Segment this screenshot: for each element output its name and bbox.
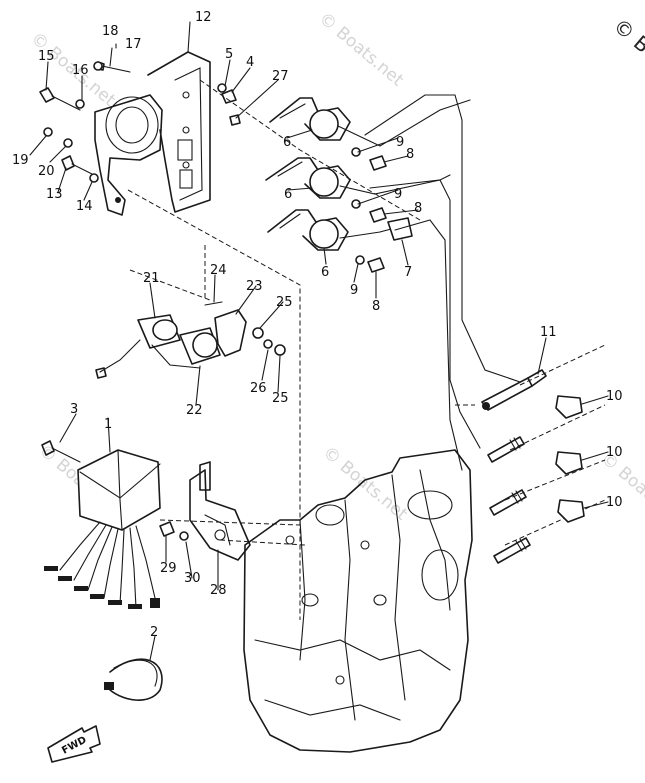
- callout-6-top: 6: [283, 135, 291, 150]
- callout-4: 4: [246, 55, 254, 70]
- callout-3: 3: [70, 402, 78, 417]
- ring-bracket-14: [94, 94, 163, 216]
- bolt-3: [41, 440, 81, 463]
- callout-12: 12: [195, 10, 212, 25]
- callout-26: 26: [250, 381, 267, 396]
- callout-27: 27: [272, 69, 289, 84]
- cdi-coil-21: [95, 314, 201, 379]
- screw-27: [229, 114, 241, 126]
- callout-17: 17: [125, 37, 142, 52]
- callout-23: 23: [246, 279, 263, 294]
- bolt-8-mid: [369, 207, 387, 223]
- fwd-arrow-icon: FWD: [47, 725, 101, 763]
- callout-15: 15: [38, 49, 55, 64]
- watermark-corner: © B: [609, 13, 645, 57]
- washer-18: [93, 61, 103, 71]
- callout-30: 30: [184, 571, 201, 586]
- callout-9-bottom: 9: [350, 283, 358, 298]
- callout-8-bottom: 8: [372, 299, 380, 314]
- band-2: [104, 658, 163, 701]
- spark-plug-3: [493, 537, 531, 564]
- washer-30: [179, 531, 189, 541]
- bracket-28: [189, 461, 251, 561]
- cdi-unit-1: [44, 449, 161, 609]
- screw-24: [204, 301, 223, 306]
- collar-25-bottom: [274, 344, 286, 356]
- ignition-coil-6-top: [269, 97, 471, 147]
- callout-10-c: 10: [606, 495, 623, 510]
- washer-16: [75, 99, 85, 109]
- callout-1: 1: [104, 417, 112, 432]
- bolt-29: [159, 521, 175, 537]
- washer-14b: [89, 173, 99, 183]
- plug-cap-10-c: [557, 499, 585, 523]
- bracket-23: [214, 309, 247, 357]
- callout-6-bottom: 6: [321, 265, 329, 280]
- callout-21: 21: [143, 271, 160, 286]
- engine-block: [243, 449, 473, 753]
- sensor-11: [481, 369, 547, 411]
- callout-8-mid: 8: [414, 201, 422, 216]
- callout-6-mid: 6: [284, 187, 292, 202]
- washer-5: [217, 83, 227, 93]
- callout-10-b: 10: [606, 445, 623, 460]
- callout-28: 28: [210, 583, 227, 598]
- plug-cap-10-b: [555, 451, 583, 475]
- callout-14: 14: [76, 199, 93, 214]
- bolt-13: [61, 155, 97, 177]
- watermark-4: © Boats.net: [319, 443, 412, 525]
- callout-25-bottom: 25: [272, 391, 289, 406]
- bolt-8-top: [369, 155, 387, 171]
- callout-8-top: 8: [406, 147, 414, 162]
- collar-26: [263, 339, 273, 349]
- washer-9-bot: [355, 255, 365, 265]
- ignition-bracket-12: [147, 51, 211, 213]
- callout-2: 2: [150, 625, 158, 640]
- callout-29: 29: [160, 561, 177, 576]
- washer-20: [63, 138, 73, 148]
- washer-9-mid: [351, 199, 361, 209]
- callout-19: 19: [12, 153, 29, 168]
- ignition-coil-6-bottom: [267, 209, 396, 251]
- callout-11: 11: [540, 325, 557, 340]
- bolt-8-bot: [367, 257, 385, 273]
- spark-plug-2: [489, 489, 527, 516]
- ignition-coil-6-mid: [265, 157, 451, 199]
- spark-plug-1: [487, 436, 525, 463]
- callout-labels: 12 18 17 15 16 5 4 27 19 20 13 14 6 6 6 …: [12, 10, 623, 640]
- leader-lines: [29, 21, 609, 661]
- callout-7: 7: [404, 265, 412, 280]
- callout-9-top: 9: [396, 135, 404, 150]
- washer-9-top: [351, 147, 361, 157]
- plug-cap-10-a: [555, 395, 583, 419]
- washer-19: [43, 127, 53, 137]
- callout-20: 20: [38, 164, 55, 179]
- assembly-guide-lines: [127, 79, 606, 620]
- callout-16: 16: [72, 63, 89, 78]
- rectifier-22: [179, 327, 221, 365]
- callout-5: 5: [225, 47, 233, 62]
- hightension-cords: [364, 94, 521, 471]
- callout-18: 18: [102, 24, 119, 39]
- callout-13: 13: [46, 187, 63, 202]
- collar-25-top: [252, 327, 264, 339]
- screw-4: [221, 89, 237, 104]
- callout-25-top: 25: [276, 295, 293, 310]
- bolt-15: [39, 87, 81, 111]
- callout-9-mid: 9: [394, 187, 402, 202]
- callout-22: 22: [186, 403, 203, 418]
- callout-10-a: 10: [606, 389, 623, 404]
- callout-24: 24: [210, 263, 227, 278]
- watermark-2: © Boats.net: [315, 9, 408, 91]
